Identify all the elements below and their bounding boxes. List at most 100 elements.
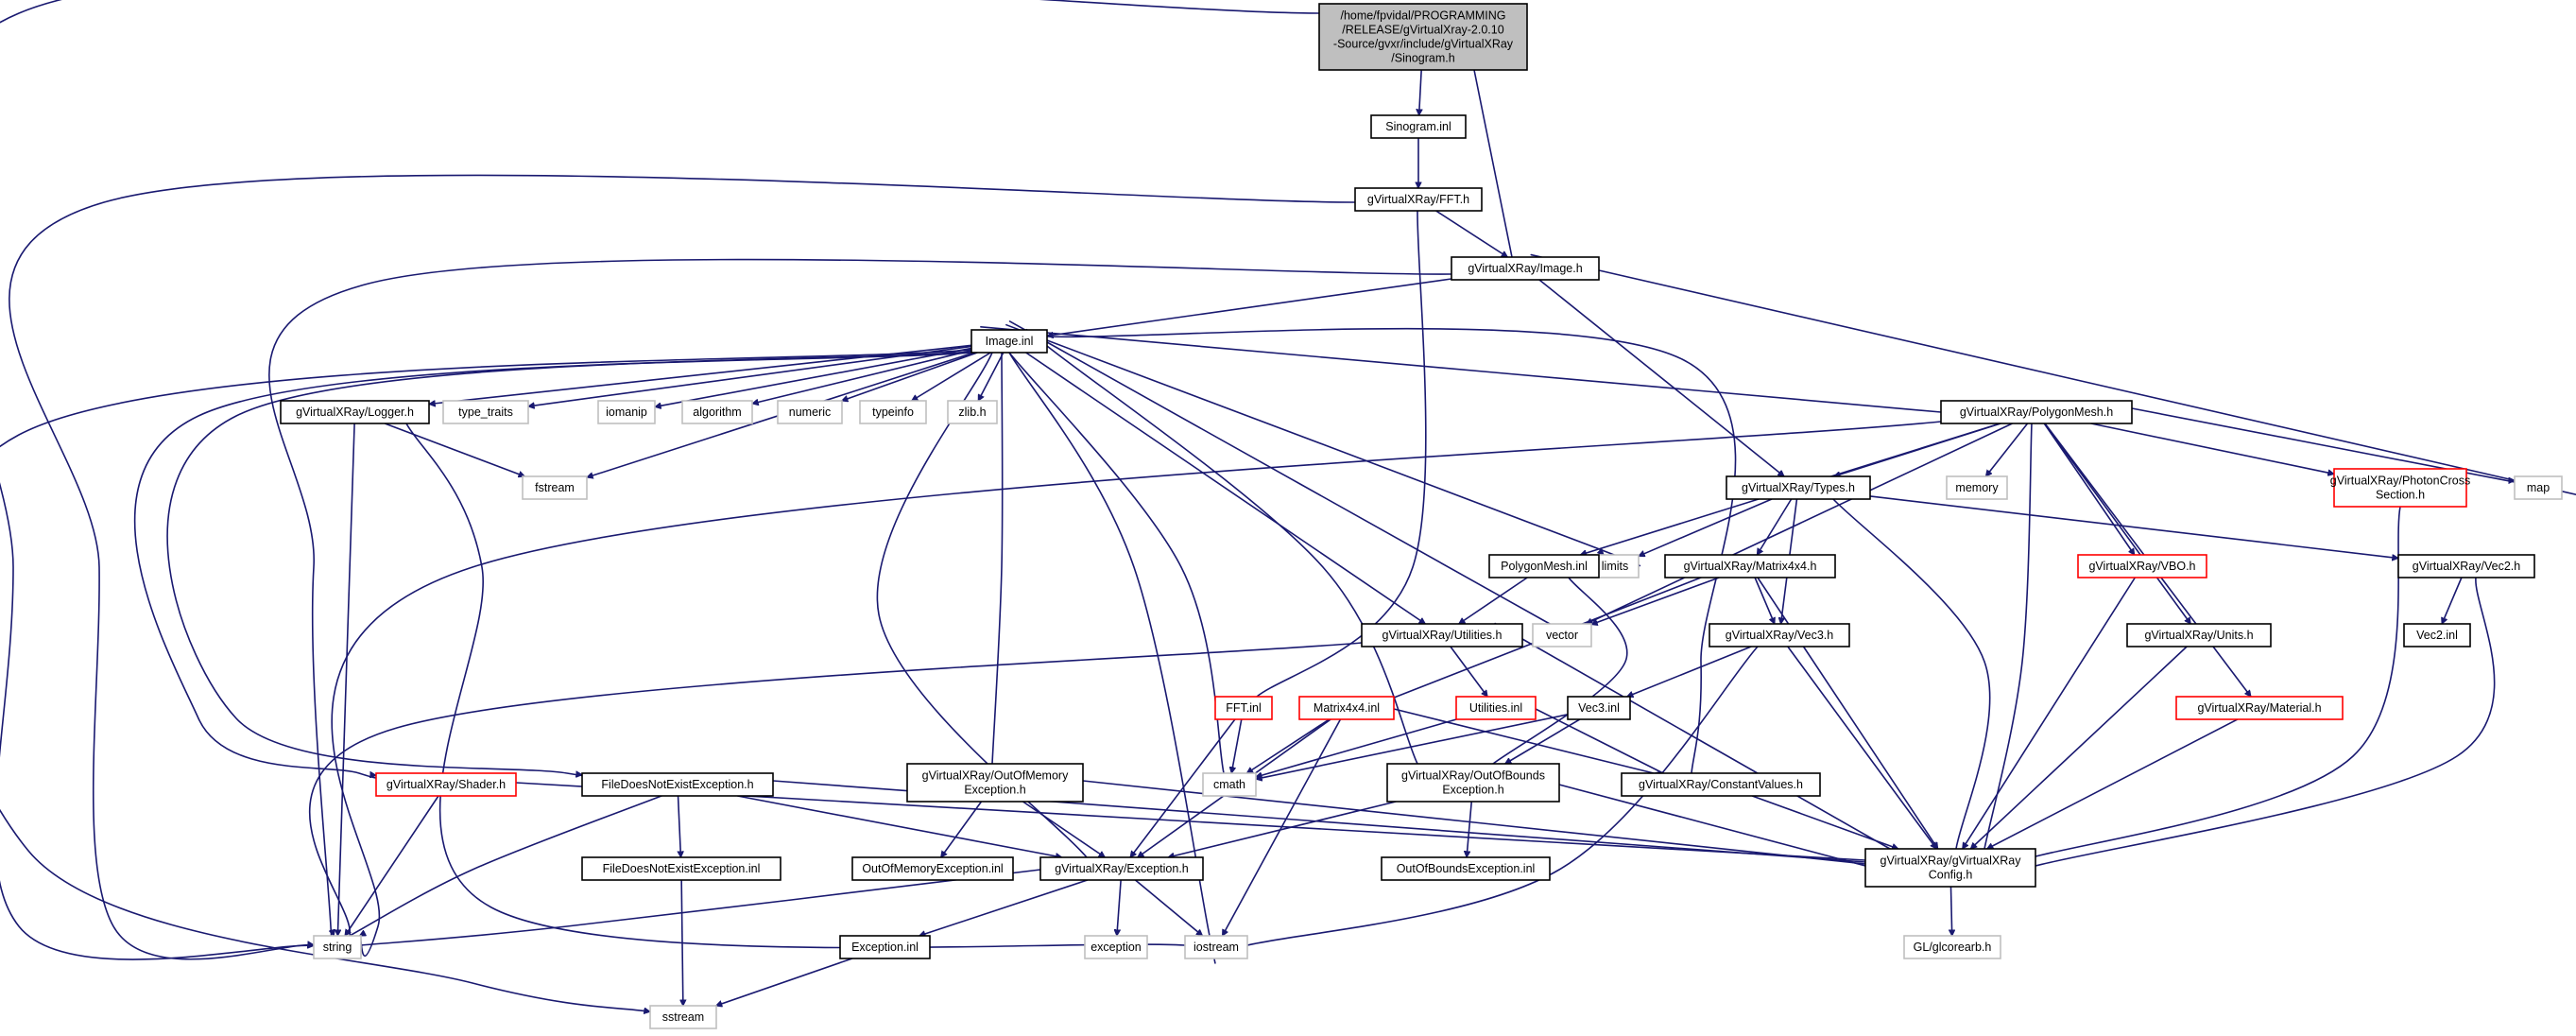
- node-label: exception: [1091, 941, 1142, 954]
- node-matrix4x4-h[interactable]: gVirtualXRay/Matrix4x4.h: [1664, 554, 1836, 578]
- node-label: Sinogram.inl: [1385, 120, 1451, 133]
- node-box: [1567, 696, 1631, 720]
- node-exception: exception: [1084, 935, 1148, 959]
- edge-logger_h-to-fstream: [384, 423, 524, 476]
- node-box: [859, 400, 927, 424]
- node-box: [1386, 763, 1560, 803]
- node-typeinfo: typeinfo: [859, 400, 927, 424]
- node-box: [1298, 696, 1395, 720]
- node-polygonmesh-inl[interactable]: PolygonMesh.inl: [1488, 554, 1600, 578]
- node-box: [906, 763, 1084, 803]
- node-box: [2077, 554, 2207, 578]
- edge-fdne_h-to-fdne_inl: [678, 795, 681, 857]
- edge-image_inl-to-polygonmesh_h: [980, 325, 2008, 420]
- node-logger-h[interactable]: gVirtualXRay/Logger.h: [280, 400, 430, 424]
- edge-image_inl-to-utilities_h: [1025, 352, 1426, 625]
- node-fstream: fstream: [522, 475, 588, 500]
- node-vec2-inl[interactable]: Vec2.inl: [2403, 623, 2471, 648]
- edge-oom_h-to-exception_h: [1022, 801, 1105, 858]
- node-utilities-h[interactable]: gVirtualXRay/Utilities.h: [1361, 623, 1523, 648]
- edge-vec3_inl-to-cmath: [1256, 714, 1569, 779]
- node-label: Matrix4x4.inl: [1314, 701, 1380, 715]
- edge-utilities_h-to-gvxr_config_h: [1494, 622, 1918, 866]
- edge-fdne_h-to-exception_h: [737, 795, 1061, 857]
- node-box: [1084, 935, 1148, 959]
- node-fft-h[interactable]: gVirtualXRay/FFT.h: [1354, 187, 1483, 212]
- node-box: [2126, 623, 2272, 648]
- node-label: algorithm: [693, 406, 741, 419]
- node-label: PolygonMesh.inl: [1501, 560, 1588, 573]
- edge-vec3_h-to-vec3_inl: [1627, 646, 1752, 697]
- node-label: sstream: [662, 1010, 704, 1024]
- node-image-inl[interactable]: Image.inl: [970, 329, 1048, 354]
- edge-fft_inl-to-cmath: [1231, 718, 1243, 773]
- node-box: [313, 935, 362, 959]
- node-shader-h[interactable]: gVirtualXRay/Shader.h: [375, 772, 517, 797]
- node-types-h[interactable]: gVirtualXRay/Types.h: [1726, 475, 1871, 500]
- edges-layer: [0, 0, 2576, 1011]
- node-box: [2397, 554, 2535, 578]
- node-fdne-inl[interactable]: FileDoesNotExistException.inl: [581, 856, 781, 881]
- node-box: [649, 1005, 717, 1029]
- node-matrix4x4-inl[interactable]: Matrix4x4.inl: [1298, 696, 1395, 720]
- node-box: [1864, 848, 2036, 888]
- node-exception-inl[interactable]: Exception.inl: [839, 935, 931, 959]
- node-fdne-h[interactable]: FileDoesNotExistException.h: [581, 772, 774, 797]
- node-sinogram-inl[interactable]: Sinogram.inl: [1370, 114, 1467, 139]
- edge-vec3_h-to-gvxr_config_h: [1787, 646, 1936, 849]
- node-box: [851, 856, 1014, 881]
- node-polygonmesh-h[interactable]: gVirtualXRay/PolygonMesh.h: [1940, 400, 2133, 424]
- edge-matrix4x4_h-to-vec3_h: [1754, 577, 1775, 624]
- node-label: Exception.h: [1442, 784, 1503, 797]
- node-fft-inl[interactable]: FFT.inl: [1214, 696, 1273, 720]
- node-exception-h[interactable]: gVirtualXRay/Exception.h: [1039, 856, 1204, 881]
- node-label: zlib.h: [958, 406, 986, 419]
- node-oob-h[interactable]: gVirtualXRay/OutOfBoundsException.h: [1386, 763, 1560, 803]
- edge-fft_inl-to-exception_h: [1130, 718, 1236, 857]
- edge-polygonmesh_h-to-vector: [1587, 423, 2013, 625]
- node-oob-inl[interactable]: OutOfBoundsException.inl: [1381, 856, 1551, 881]
- node-label: gVirtualXRay/Matrix4x4.h: [1684, 560, 1817, 573]
- edge-image_inl-to-algorithm: [752, 349, 972, 404]
- edge-image_inl-to-sstream: [0, 342, 1043, 1011]
- edge-types_h-to-matrix4x4_h: [1756, 498, 1793, 555]
- node-label: gVirtualXRay/Image.h: [1468, 262, 1582, 275]
- node-vec3-inl[interactable]: Vec3.inl: [1567, 696, 1631, 720]
- node-string: string: [313, 935, 362, 959]
- node-label: FFT.inl: [1226, 701, 1262, 715]
- node-image-h[interactable]: gVirtualXRay/Image.h: [1451, 256, 1600, 281]
- node-constval-h[interactable]: gVirtualXRay/ConstantValues.h: [1621, 772, 1821, 797]
- node-box: [442, 400, 529, 424]
- node-units-h[interactable]: gVirtualXRay/Units.h: [2126, 623, 2272, 648]
- node-label: gVirtualXRay/Shader.h: [386, 778, 506, 791]
- node-box: [1946, 475, 2008, 500]
- edge-root-to-sinogram_inl: [1419, 69, 1422, 115]
- node-oom-h[interactable]: gVirtualXRay/OutOfMemoryException.h: [906, 763, 1084, 803]
- edge-vec2_h-to-vec2_inl: [2442, 577, 2463, 624]
- node-oom-inl[interactable]: OutOfMemoryException.inl: [851, 856, 1014, 881]
- node-vec3-h[interactable]: gVirtualXRay/Vec3.h: [1709, 623, 1850, 648]
- node-box: [1039, 856, 1204, 881]
- edge-exception_inl-to-sstream: [716, 958, 853, 1006]
- edge-types_h-to-limits: [1639, 498, 1773, 556]
- node-box: [522, 475, 588, 500]
- edge-image_inl-to-typeinfo: [912, 352, 991, 402]
- node-vbo-h[interactable]: gVirtualXRay/VBO.h: [2077, 554, 2207, 578]
- node-iostream: iostream: [1184, 935, 1248, 959]
- edge-constval_h-to-gvxr_config_h: [1751, 795, 1898, 849]
- node-material-h[interactable]: gVirtualXRay/Material.h: [2175, 696, 2344, 720]
- node-box: [1184, 935, 1248, 959]
- node-vec2-h[interactable]: gVirtualXRay/Vec2.h: [2397, 554, 2535, 578]
- node-label: numeric: [789, 406, 831, 419]
- edge-polygonmesh_h-to-vbo_h: [2043, 423, 2136, 555]
- node-root[interactable]: /home/fpvidal/PROGRAMMING/RELEASE/gVirtu…: [1318, 3, 1528, 71]
- node-label: Vec3.inl: [1578, 701, 1620, 715]
- node-glcorearb: GL/glcorearb.h: [1903, 935, 2001, 959]
- node-utilities-inl[interactable]: Utilities.inl: [1455, 696, 1537, 720]
- node-box: [581, 772, 774, 797]
- node-label: fstream: [535, 481, 575, 494]
- node-box: [777, 400, 843, 424]
